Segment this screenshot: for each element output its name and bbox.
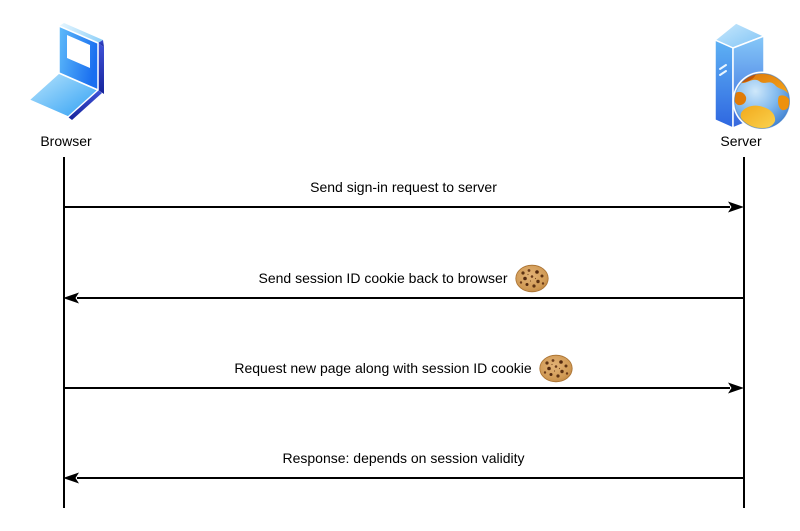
lifeline-server xyxy=(742,157,745,508)
actor-server[interactable] xyxy=(695,10,795,132)
arrow-left-icon xyxy=(63,472,743,484)
arrow-right-icon xyxy=(64,201,744,213)
arrow-left-icon xyxy=(63,292,743,304)
message-signin-request[interactable]: Send sign-in request to server xyxy=(63,171,744,214)
message-label: Send sign-in request to server xyxy=(310,179,497,195)
message-session-cookie[interactable]: Send session ID cookie back to browser xyxy=(63,262,744,305)
actor-browser-label: Browser xyxy=(40,133,92,149)
message-response[interactable]: Response: depends on session validity xyxy=(63,442,744,485)
message-request-page[interactable]: Request new page along with session ID c… xyxy=(63,352,744,395)
server-globe-icon xyxy=(714,22,792,131)
browser-laptop-icon xyxy=(28,23,104,120)
message-label: Request new page along with session ID c… xyxy=(234,360,532,376)
lifeline-browser xyxy=(62,157,65,508)
cookie-icon xyxy=(539,354,573,383)
message-label: Send session ID cookie back to browser xyxy=(258,270,508,286)
message-label: Response: depends on session validity xyxy=(282,450,525,466)
cookie-icon xyxy=(514,264,549,293)
actor-browser[interactable] xyxy=(26,14,106,124)
actor-server-label: Server xyxy=(720,133,762,149)
arrow-right-icon xyxy=(64,382,744,394)
